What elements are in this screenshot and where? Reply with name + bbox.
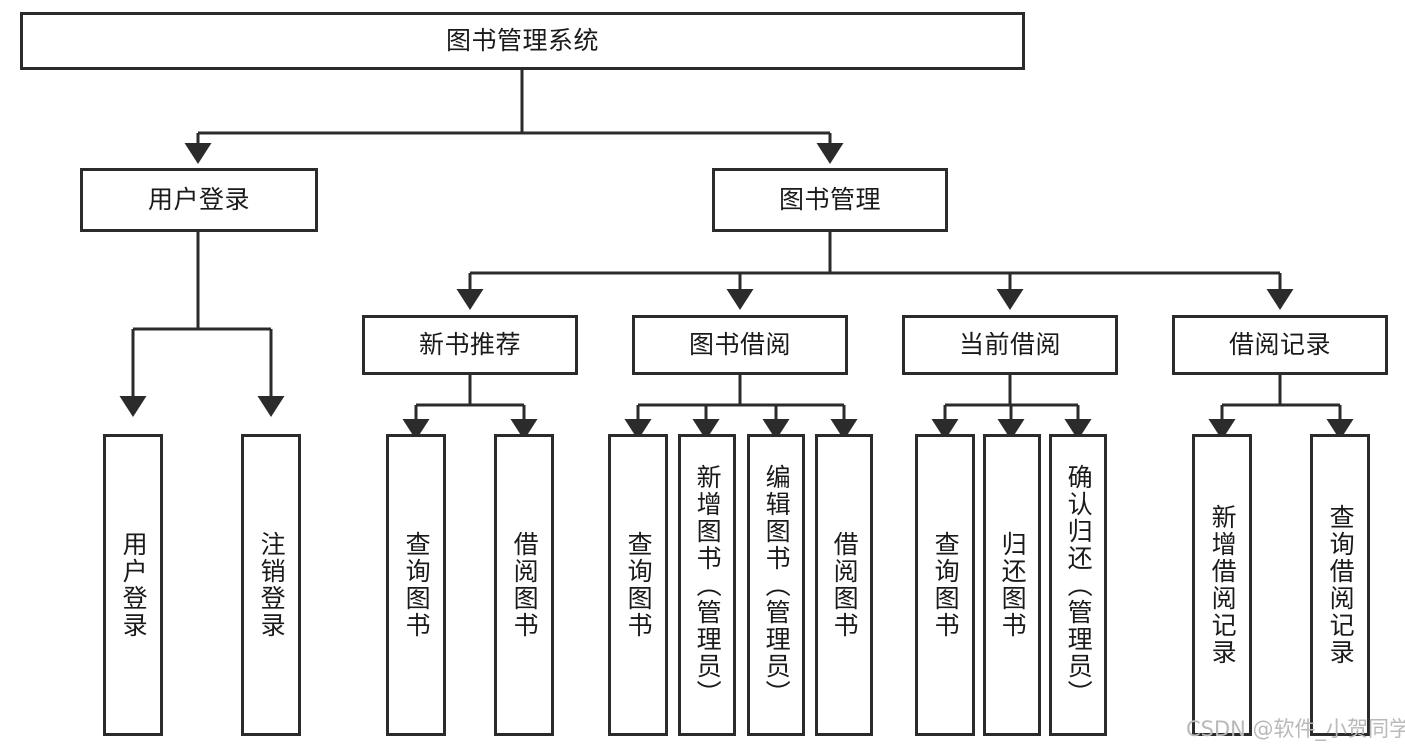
leaf-borrow-book[interactable]: 借阅图书 bbox=[815, 434, 873, 736]
leaf-add-book[interactable]: 新增图书（管理员） bbox=[678, 434, 736, 736]
node-label: 用户登录 bbox=[119, 531, 148, 639]
leaf-query-borrow-record[interactable]: 查询借阅记录 bbox=[1310, 434, 1370, 736]
node-new-book-recommend[interactable]: 新书推荐 bbox=[362, 315, 578, 375]
leaf-return-book[interactable]: 归还图书 bbox=[983, 434, 1041, 736]
leaf-query-book-current[interactable]: 查询图书 bbox=[915, 434, 975, 736]
node-label: 图书管理 bbox=[778, 185, 881, 214]
node-label: 归还图书 bbox=[998, 531, 1027, 639]
node-label: 查询图书 bbox=[402, 531, 431, 639]
node-label: 新增图书（管理员） bbox=[693, 463, 722, 707]
node-label: 图书借阅 bbox=[688, 330, 791, 359]
node-current-borrow[interactable]: 当前借阅 bbox=[902, 315, 1118, 375]
node-label: 查询图书 bbox=[931, 531, 960, 639]
node-label: 查询借阅记录 bbox=[1326, 504, 1355, 666]
node-root-system[interactable]: 图书管理系统 bbox=[20, 12, 1025, 70]
node-book-manage[interactable]: 图书管理 bbox=[712, 168, 948, 232]
node-label: 编辑图书（管理员） bbox=[762, 463, 791, 707]
leaf-query-book-recommend[interactable]: 查询图书 bbox=[386, 434, 446, 736]
csdn-watermark: CSDN @软件_小贺同学 bbox=[1186, 717, 1405, 741]
leaf-borrow-book-recommend[interactable]: 借阅图书 bbox=[494, 434, 554, 736]
leaf-user-login[interactable]: 用户登录 bbox=[103, 434, 163, 736]
node-label: 图书管理系统 bbox=[445, 26, 599, 55]
node-label: 用户登录 bbox=[147, 185, 250, 214]
node-label: 查询图书 bbox=[624, 531, 653, 639]
leaf-add-borrow-record[interactable]: 新增借阅记录 bbox=[1192, 434, 1252, 736]
leaf-edit-book[interactable]: 编辑图书（管理员） bbox=[747, 434, 805, 736]
node-book-borrow[interactable]: 图书借阅 bbox=[632, 315, 848, 375]
node-label: 新书推荐 bbox=[418, 330, 521, 359]
node-borrow-record[interactable]: 借阅记录 bbox=[1172, 315, 1388, 375]
leaf-query-book-borrow[interactable]: 查询图书 bbox=[608, 434, 668, 736]
node-label: 借阅记录 bbox=[1228, 330, 1331, 359]
node-label: 注销登录 bbox=[257, 531, 286, 639]
node-label: 当前借阅 bbox=[958, 330, 1061, 359]
leaf-logout-login[interactable]: 注销登录 bbox=[241, 434, 301, 736]
node-label: 借阅图书 bbox=[830, 531, 859, 639]
node-label: 新增借阅记录 bbox=[1208, 504, 1237, 666]
node-user-login[interactable]: 用户登录 bbox=[80, 168, 318, 232]
leaf-confirm-return[interactable]: 确认归还（管理员） bbox=[1049, 434, 1107, 736]
node-label: 借阅图书 bbox=[510, 531, 539, 639]
node-label: 确认归还（管理员） bbox=[1064, 463, 1093, 707]
